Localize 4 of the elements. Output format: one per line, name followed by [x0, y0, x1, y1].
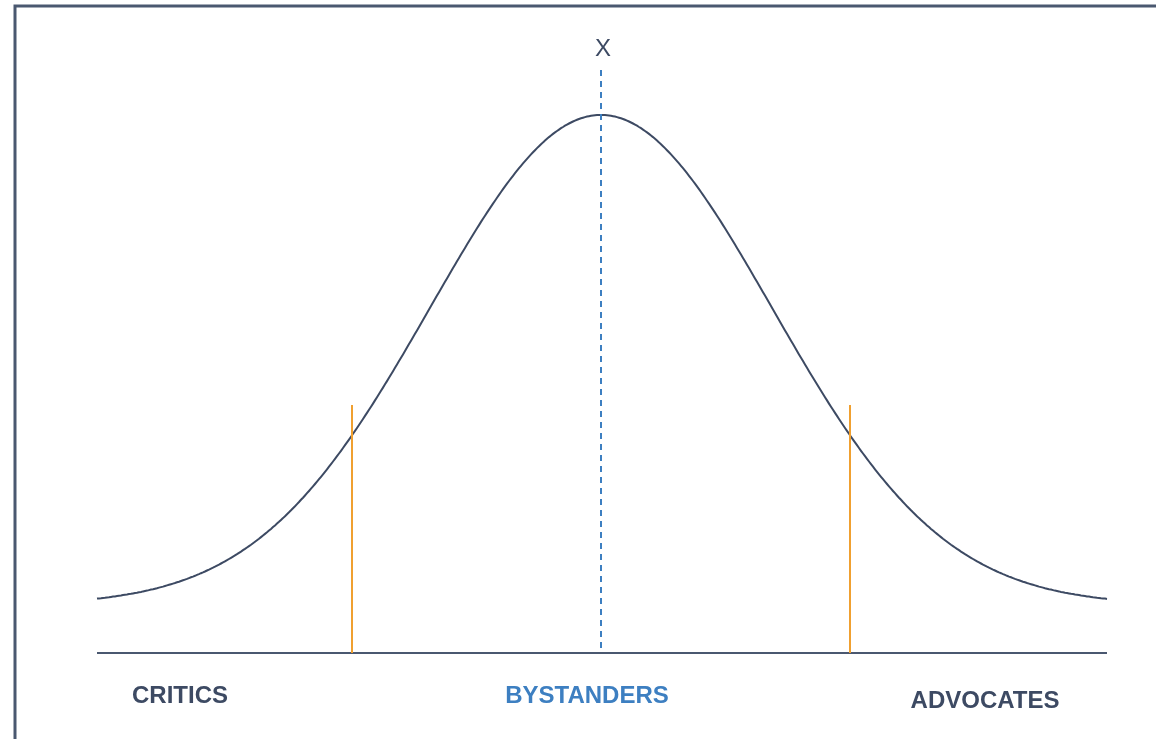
category-label: ADVOCATES [910, 688, 1060, 712]
axis-label: X [595, 36, 611, 60]
category-label: BYSTANDERS [505, 683, 669, 707]
category-label: CRITICS [132, 683, 228, 707]
